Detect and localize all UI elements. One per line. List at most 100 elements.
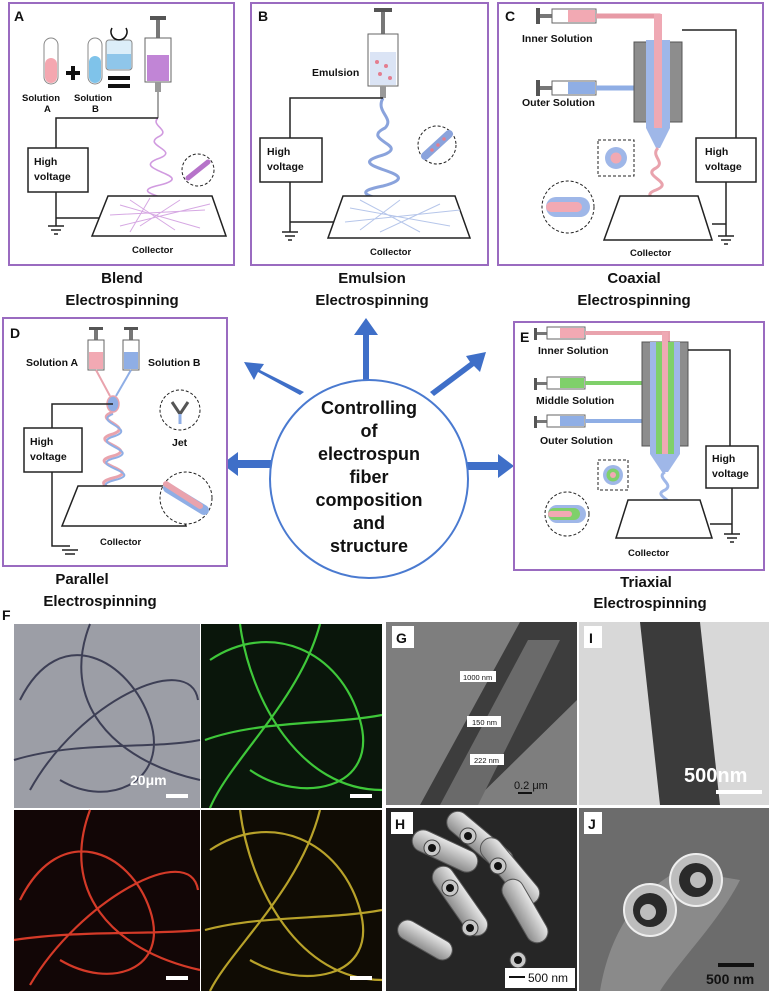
plus-icon-v (71, 66, 75, 80)
hv-line1: High (705, 146, 728, 158)
center-circle (269, 379, 469, 579)
hv-line1: High (34, 156, 57, 168)
panel-g-letter: G (396, 630, 407, 646)
panel-b-emulsion: B Emulsion High voltage Collector Emulsi… (250, 2, 489, 309)
panel-i-letter: I (589, 630, 593, 646)
hv-line2: voltage (267, 161, 304, 173)
emulsion-label: Emulsion (312, 67, 359, 79)
scale-bar-4 (350, 976, 372, 980)
spinneret-inner (662, 332, 668, 454)
panel-c-coaxial: C Inner Solution Outer Solution High vol… (497, 2, 764, 309)
sem-j-scale-label: 500 nm (706, 971, 754, 987)
arrow-left-icon (222, 452, 278, 476)
zoom-fiber (185, 159, 211, 181)
solution-b-label: Solution B (148, 357, 201, 369)
panel-a-solution-a-line2: A (44, 104, 51, 115)
panel-a-letter: A (14, 8, 24, 24)
green-fibers (204, 623, 383, 809)
merged-fibers (204, 809, 383, 991)
panel-i-sem: I 500nm (579, 622, 769, 805)
scale-bar-2 (350, 794, 372, 798)
panel-a-solution-b-line1: Solution (74, 93, 112, 104)
wire-top (55, 117, 158, 148)
arrow-right-icon (460, 454, 514, 478)
center-line-5: composition (316, 490, 423, 510)
tube-b-fluid (89, 56, 101, 83)
panel-j-letter: J (588, 816, 596, 832)
wire-top (51, 403, 113, 428)
beaker-fluid (107, 54, 131, 69)
tem-scale-label: 0.2 μm (514, 780, 548, 792)
syringe-icon (534, 326, 586, 340)
panel-j-sem: J 500 nm (579, 808, 769, 991)
hv-line2: voltage (705, 161, 742, 173)
cross-section-inner (610, 472, 616, 478)
jet-label: Jet (172, 437, 188, 449)
panel-d-letter: D (10, 325, 20, 341)
panel-e-letter: E (520, 329, 529, 345)
scale-bar-3 (166, 976, 188, 980)
center-line-6: and (353, 513, 385, 533)
measure-box-3 (470, 754, 504, 765)
caption-e-line2: Electrospinning (593, 595, 706, 612)
panel-b-letter: B (258, 8, 268, 24)
collector-label: Collector (628, 548, 669, 559)
panel-h-label-bg (391, 812, 413, 834)
cross-section-inner (610, 152, 622, 164)
syringe-icon (534, 414, 586, 428)
measure-2: 150 nm (472, 718, 497, 727)
hv-line2: voltage (30, 451, 67, 463)
sem-h-scale-bg (505, 968, 575, 988)
hv-line2: voltage (34, 171, 71, 183)
caption-c-line2: Electrospinning (577, 292, 690, 309)
wire-top (688, 349, 731, 446)
collector-plate (60, 485, 188, 527)
panel-h-sem: H 500 nm (386, 808, 577, 991)
red-fibers (13, 809, 201, 986)
measure-1: 1000 nm (463, 673, 492, 682)
sem-i-scale-label: 500nm (684, 765, 747, 787)
ground-icon (51, 472, 78, 555)
outer-solution-label: Outer Solution (522, 97, 595, 109)
panel-j-label-bg (584, 812, 602, 834)
measure-box-1 (460, 671, 496, 682)
high-voltage-box (695, 137, 757, 183)
scale-bar (166, 794, 188, 798)
center-line-7: structure (330, 536, 408, 556)
sem-h-scale-label: 500 nm (528, 971, 568, 985)
panel-c-letter: C (505, 8, 515, 24)
brightfield-fibers (13, 623, 201, 793)
ground-icon (282, 182, 298, 241)
panel-f-micrographs: F 20μm (2, 607, 383, 991)
ground-icon (724, 488, 740, 543)
ground-icon (48, 192, 64, 235)
panel-g-label-bg (392, 626, 414, 648)
outer-solution-label: Outer Solution (540, 435, 613, 447)
hv-line1: High (712, 453, 735, 465)
brightfield-image (14, 624, 200, 808)
high-voltage-box (27, 147, 89, 193)
panel-a-solution-b-line2: B (92, 104, 99, 115)
syringe-icon (144, 16, 172, 118)
center-line-4: fiber (349, 467, 388, 487)
panel-h-letter: H (395, 816, 405, 832)
sem-i-scale-bar (716, 790, 762, 794)
sem-j-scale-bar (718, 963, 754, 967)
hv-line1: High (30, 436, 53, 448)
collector-plate (602, 195, 714, 241)
caption-a-line1: Blend (101, 270, 143, 287)
green-fluorescence-image (201, 624, 382, 808)
inner-solution-label: Inner Solution (522, 33, 593, 45)
sem-i-fiber (640, 622, 720, 805)
panel-g-tem: G 1000 nm 150 nm 222 nm 0.2 μm (386, 622, 577, 805)
sem-h-scale-bar (509, 976, 525, 978)
center-hub: Controlling of electrospun fiber composi… (222, 318, 514, 579)
sem-j-tube-2-core (640, 904, 656, 920)
caption-b-line2: Electrospinning (315, 292, 428, 309)
wire-top (289, 97, 383, 138)
spinneret-inner (654, 14, 662, 128)
caption-d-line1: Parallel (55, 571, 108, 588)
high-voltage-box (705, 445, 759, 489)
nozzle (646, 128, 670, 148)
equals-icon-top (108, 76, 130, 80)
